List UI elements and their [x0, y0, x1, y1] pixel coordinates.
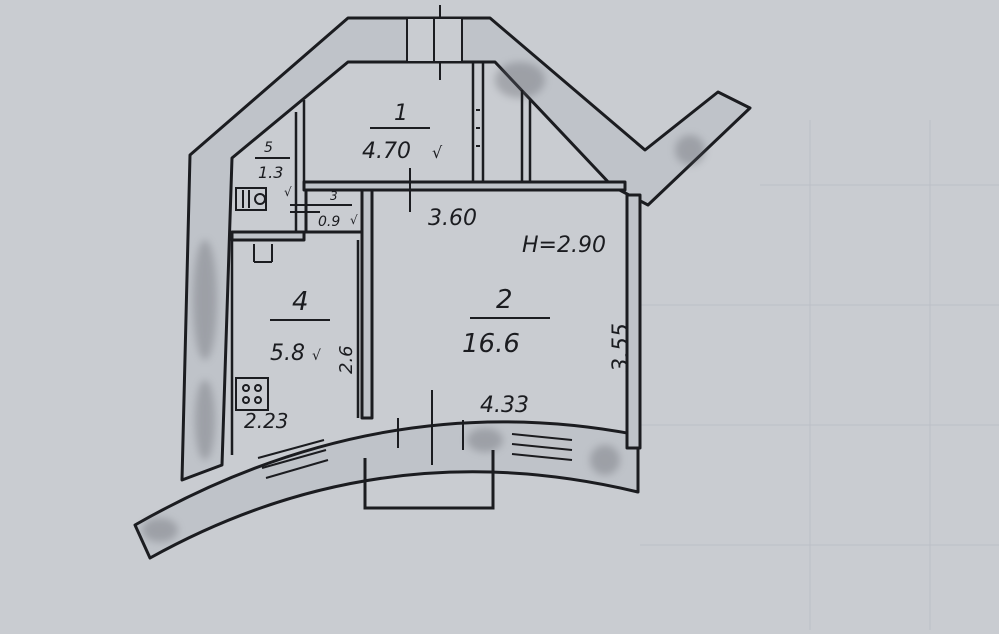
- wall-room5-bottom: [230, 230, 306, 242]
- room-2-area: 16.6: [462, 329, 520, 359]
- room-3-area: 0.9: [318, 214, 340, 230]
- room-5-number: 5: [264, 140, 273, 156]
- wall-east: [625, 193, 642, 450]
- stove-fixture: [235, 377, 269, 411]
- window-south-right: [511, 433, 573, 461]
- dimension-room4-depth: 2.6: [336, 345, 357, 374]
- room-5-check: √: [284, 185, 292, 199]
- room-1-area: 4.70: [362, 139, 411, 164]
- room-4-area: 5.8: [270, 341, 305, 366]
- window-south-left: [257, 439, 329, 479]
- partitions: [230, 62, 532, 455]
- room-2-number: 2: [496, 285, 513, 315]
- room-4-check: √: [312, 348, 321, 364]
- ceiling-height: H=2.90: [522, 233, 606, 258]
- room-number-underlines: [255, 127, 550, 321]
- dimension-room2-bottom: 4.33: [480, 393, 529, 418]
- dimension-room2-top: 3.60: [428, 206, 477, 231]
- room-5-area: 1.3: [258, 163, 283, 182]
- wall-room4-room2: [360, 188, 374, 420]
- room-1-number: 1: [394, 101, 408, 126]
- wall-segment-ticks: [397, 418, 464, 450]
- dimension-room2-right: 3.55: [609, 323, 634, 372]
- room-3-number: 3: [330, 189, 338, 203]
- balcony: [363, 450, 495, 510]
- wall-south-curved: [133, 420, 640, 560]
- ink-smudges: [142, 62, 705, 542]
- window-top: [406, 17, 463, 63]
- room-4-number: 4: [292, 287, 309, 317]
- paper-grid: [640, 120, 999, 630]
- bathroom-fixture: [235, 187, 267, 211]
- walls: [133, 16, 752, 560]
- wall-room1-room2: [302, 180, 627, 192]
- room-1-check: √: [432, 143, 443, 162]
- room-3-check: √: [350, 213, 358, 227]
- dimension-room4-bottom: 2.23: [244, 409, 289, 433]
